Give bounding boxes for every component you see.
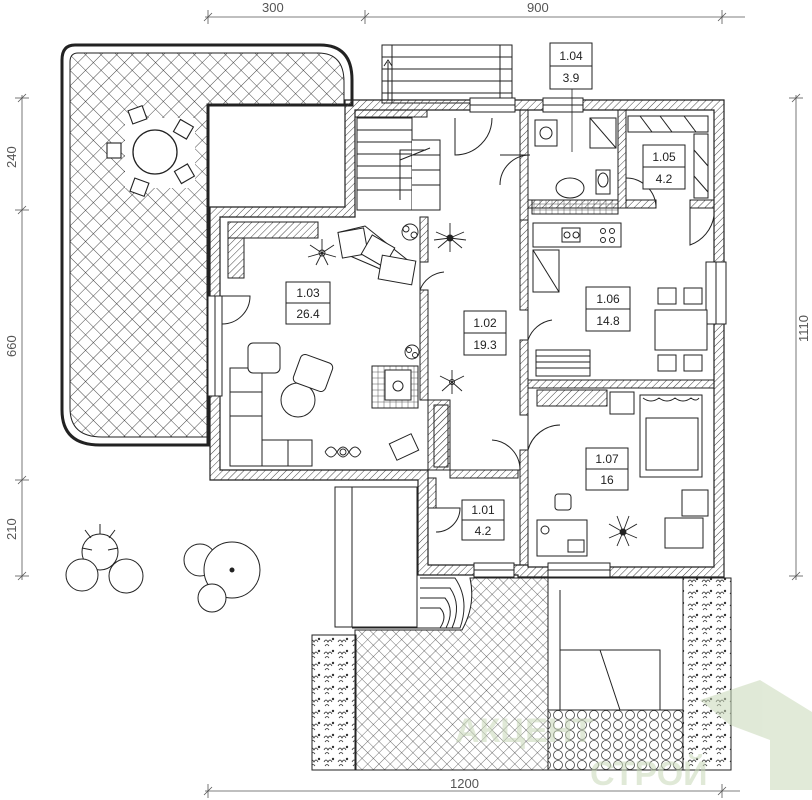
room-label-boxes	[285, 42, 686, 541]
dim-left-210: 210	[4, 518, 19, 540]
bedroom-fixtures	[536, 389, 709, 557]
room-1-06-area: 14.8	[596, 314, 620, 328]
dim-left-660: 660	[4, 335, 19, 357]
room-1-03-id: 1.03	[296, 286, 320, 300]
dim-bottom-1200: 1200	[450, 776, 479, 791]
plant-icons	[307, 223, 638, 547]
room-1-05-area: 4.2	[656, 172, 673, 186]
terrace	[60, 43, 354, 447]
dim-left-240: 240	[4, 146, 19, 168]
kitchen-fixtures	[532, 222, 708, 377]
entry-stairs-top	[381, 44, 513, 104]
watermark-logo: АКЦЕНТ СТРОЙ	[455, 680, 812, 793]
room-1-02-id: 1.02	[473, 316, 497, 330]
room-1-06-id: 1.06	[596, 292, 620, 306]
dim-top-300: 300	[262, 0, 284, 15]
living-room-fixtures	[227, 221, 449, 468]
paving	[311, 577, 732, 771]
room-1-01-area: 4.2	[475, 524, 492, 538]
entry-porch	[334, 486, 465, 629]
watermark-line1: АКЦЕНТ	[455, 712, 593, 750]
room-1-04-id: 1.04	[559, 49, 583, 63]
dim-right-1110: 1110	[796, 315, 811, 342]
interior-stairs	[356, 117, 441, 211]
windows	[207, 97, 727, 578]
dimension-lines	[15, 10, 803, 798]
room-1-07-area: 16	[600, 473, 614, 487]
room-1-02-area: 19.3	[473, 338, 497, 352]
closet-fixtures	[627, 115, 709, 199]
tree-icons	[65, 524, 261, 613]
dim-top-900: 900	[527, 0, 549, 15]
room-1-04-area: 3.9	[563, 71, 580, 85]
bathroom-fixtures	[531, 117, 619, 215]
room-1-05-id: 1.05	[652, 150, 676, 164]
room-1-07-id: 1.07	[595, 452, 619, 466]
watermark-line2: СТРОЙ	[590, 754, 708, 793]
room-1-03-area: 26.4	[296, 307, 320, 321]
room-1-01-id: 1.01	[471, 503, 495, 517]
